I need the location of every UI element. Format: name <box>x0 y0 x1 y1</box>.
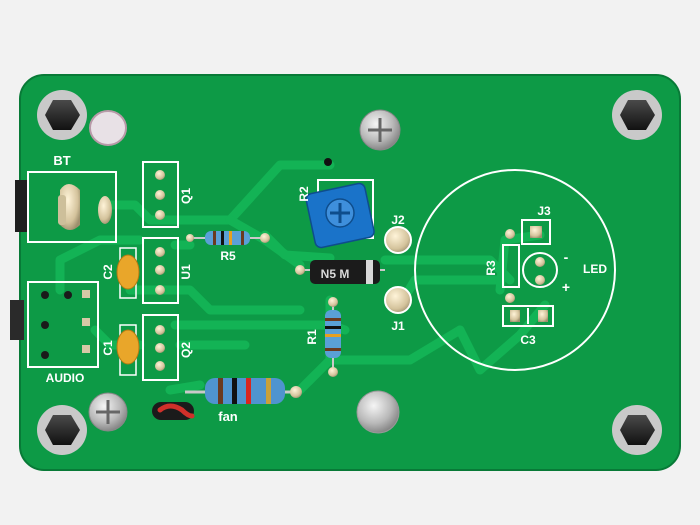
label-j3: J3 <box>537 204 551 218</box>
label-c2: C2 <box>101 264 115 280</box>
pad-j1 <box>384 286 412 314</box>
pad-j2 <box>384 226 412 254</box>
trimpot-r2 <box>305 158 375 249</box>
label-u1: U1 <box>179 264 193 280</box>
q1-footprint <box>142 161 179 228</box>
label-r2: R2 <box>297 186 311 202</box>
label-bt: BT <box>53 153 70 168</box>
led-outline-circle <box>414 169 616 371</box>
fan-connector <box>152 402 195 420</box>
label-led: LED <box>583 262 607 276</box>
label-audio: AUDIO <box>46 371 85 385</box>
label-q1: Q1 <box>179 188 193 204</box>
diode: N5 M <box>295 260 385 284</box>
resistor-r5 <box>186 231 270 245</box>
capacitor-c2 <box>116 247 140 299</box>
label-j2: J2 <box>391 213 405 227</box>
standoff-top-right <box>612 90 662 140</box>
r3-pad-bottom <box>505 293 515 303</box>
label-led-minus: - <box>564 249 569 265</box>
label-r1: R1 <box>305 329 319 345</box>
screw-top-center <box>359 109 401 151</box>
mounting-hole-bottom-center <box>356 390 400 434</box>
resistor-r1 <box>325 297 341 377</box>
standoff-bottom-left <box>37 405 87 455</box>
bt-connector <box>15 171 117 243</box>
u1-footprint <box>142 237 179 304</box>
label-c1: C1 <box>101 340 115 356</box>
c3-footprint <box>502 305 554 327</box>
label-led-plus: + <box>562 279 570 295</box>
standoff-bottom-right <box>612 405 662 455</box>
label-q2: Q2 <box>179 342 193 358</box>
r3-footprint <box>502 244 520 288</box>
standoff-top-left <box>37 90 87 140</box>
resistor-large <box>185 378 302 404</box>
audio-jack <box>10 281 99 368</box>
label-j1: J1 <box>391 319 405 333</box>
led-footprint <box>522 252 558 288</box>
label-r5: R5 <box>220 249 236 263</box>
r3-pad-top <box>505 229 515 239</box>
screw-bottom-left <box>88 392 128 432</box>
capacitor-c1 <box>116 324 140 376</box>
label-c3: C3 <box>520 333 536 347</box>
q2-footprint <box>142 314 179 381</box>
j3-footprint <box>521 219 551 245</box>
mounting-hole-top-left <box>89 110 127 146</box>
label-fan: fan <box>218 409 238 424</box>
diode-marking: N5 M <box>321 267 350 281</box>
label-r3: R3 <box>484 260 498 276</box>
